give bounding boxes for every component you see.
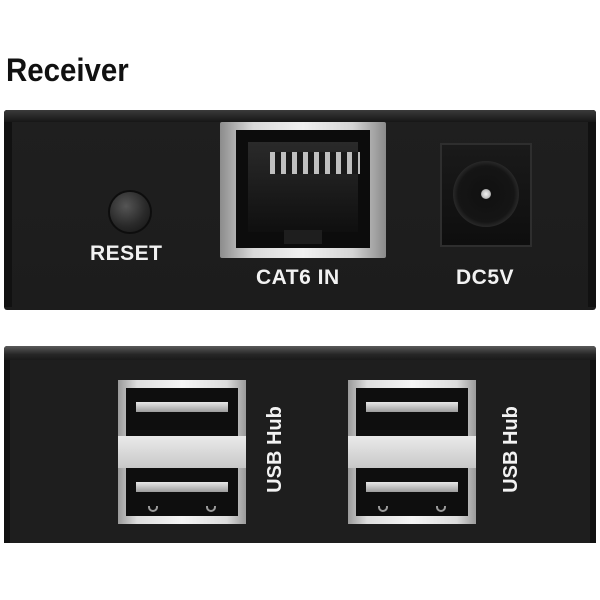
usb-tongue bbox=[136, 482, 228, 492]
receiver-back-panel: USB Hub USB Hub bbox=[4, 346, 596, 543]
usb-port-pair-2[interactable] bbox=[348, 380, 476, 524]
cat6-port[interactable] bbox=[220, 122, 386, 258]
usb-port-pair-1[interactable] bbox=[118, 380, 246, 524]
cat6-port-inner bbox=[236, 130, 370, 248]
usb-hub-label-2: USB Hub bbox=[499, 406, 522, 493]
receiver-front-panel: RESET CAT6 IN DC5V bbox=[4, 110, 596, 310]
reset-button[interactable] bbox=[110, 192, 150, 232]
panel-lip bbox=[4, 110, 596, 122]
dc-power-jack[interactable] bbox=[440, 143, 532, 247]
usb-tongue bbox=[366, 482, 458, 492]
usb-clip bbox=[436, 506, 446, 512]
usb-hub-label-1: USB Hub bbox=[263, 406, 286, 493]
usb-slot-bottom[interactable] bbox=[356, 468, 468, 516]
dc-label: DC5V bbox=[456, 266, 515, 289]
panel-lip-bottom bbox=[4, 346, 596, 360]
cat6-port-latch bbox=[284, 230, 322, 244]
usb-divider bbox=[118, 436, 246, 468]
cat6-port-pins bbox=[270, 152, 360, 174]
usb-clip bbox=[378, 506, 388, 512]
usb-clip bbox=[206, 506, 216, 512]
usb-tongue bbox=[366, 402, 458, 412]
usb-divider bbox=[348, 436, 476, 468]
panel-edge-right bbox=[588, 122, 596, 307]
panel-edge-right-bottom bbox=[590, 360, 596, 543]
usb-clip bbox=[148, 506, 158, 512]
cat6-port-cavity bbox=[248, 142, 360, 232]
reset-label: RESET bbox=[90, 242, 163, 265]
usb-slot-top[interactable] bbox=[356, 388, 468, 436]
dc-jack-pin bbox=[481, 189, 491, 199]
page-title: Receiver bbox=[6, 52, 129, 88]
usb-slot-top[interactable] bbox=[126, 388, 238, 436]
panel-edge-left-bottom bbox=[4, 360, 10, 543]
usb-tongue bbox=[136, 402, 228, 412]
panel-edge-left bbox=[4, 122, 12, 307]
cat6-label: CAT6 IN bbox=[256, 266, 340, 289]
usb-slot-bottom[interactable] bbox=[126, 468, 238, 516]
